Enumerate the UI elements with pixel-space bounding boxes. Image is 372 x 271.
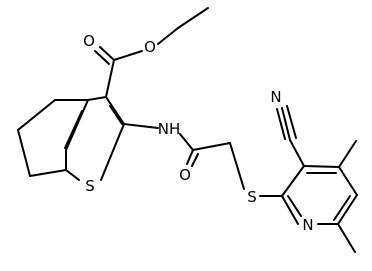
bond <box>17 129 31 177</box>
pyridine-ring <box>259 165 358 225</box>
bond <box>192 142 231 151</box>
pyridine-nitrogen-label: N <box>302 216 313 234</box>
bond <box>281 195 299 225</box>
bond <box>100 123 125 181</box>
bond <box>186 149 194 165</box>
bond <box>337 194 358 225</box>
bond <box>64 110 83 149</box>
bond <box>337 223 356 253</box>
ester-ether-oxygen-label: O <box>144 38 156 56</box>
bond <box>65 99 89 151</box>
ethyl-ester-group <box>94 7 209 98</box>
bond <box>123 123 159 129</box>
amide-linker <box>123 123 245 190</box>
bond <box>105 96 125 125</box>
bond <box>229 142 245 190</box>
bond <box>276 108 286 140</box>
bond <box>338 166 358 196</box>
thiophene-ring <box>64 96 125 181</box>
amide-oxygen-label: O <box>179 166 191 184</box>
bond <box>65 169 80 181</box>
substituents <box>276 105 357 253</box>
bond <box>287 195 302 217</box>
bond <box>17 99 56 131</box>
bond <box>338 140 357 168</box>
bond <box>179 133 194 151</box>
nitrile-nitrogen-label: N <box>270 88 281 106</box>
bond <box>105 59 115 98</box>
thioether-sulfur-label: S <box>247 188 257 206</box>
bond <box>157 27 179 45</box>
bond <box>303 165 340 168</box>
bond <box>109 105 123 125</box>
bond <box>286 105 297 139</box>
cyclopentane-ring <box>17 99 89 177</box>
bond <box>87 96 107 101</box>
bond <box>177 7 209 29</box>
bond <box>113 50 143 61</box>
bond <box>333 195 351 221</box>
bond <box>29 169 67 177</box>
bond <box>281 165 305 197</box>
bond <box>99 46 115 61</box>
bond <box>191 153 199 167</box>
bond <box>289 139 305 167</box>
bond <box>281 107 291 141</box>
thiophene-sulfur-label: S <box>85 177 95 195</box>
amide-nh-label: NH <box>158 120 181 138</box>
ester-carbonyl-oxygen-label: O <box>83 32 95 50</box>
bond <box>94 50 110 65</box>
